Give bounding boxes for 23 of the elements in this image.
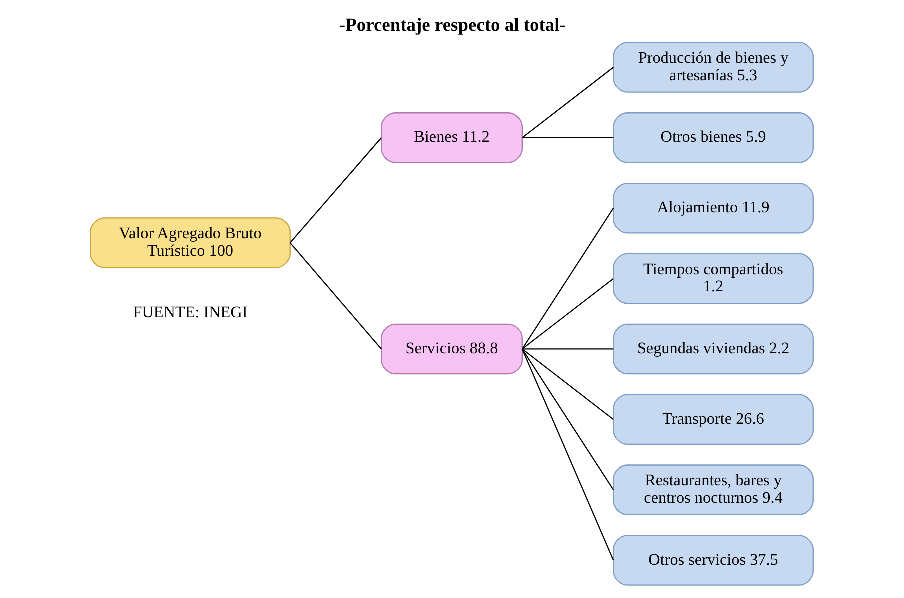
label: FUENTE: INEGI — [133, 304, 248, 322]
connector — [290, 138, 382, 244]
connector — [522, 348, 614, 490]
node-box: Producción de bienes y artesanías 5.3 — [613, 42, 814, 93]
node-box: Alojamiento 11.9 — [613, 182, 814, 234]
node-box: Otros bienes 5.9 — [613, 112, 814, 164]
connector — [522, 348, 614, 350]
diagram-title: -Porcentaje respecto al total- — [339, 14, 566, 35]
connector — [522, 278, 614, 350]
node-box: Valor Agregado Bruto Turístico 100 — [90, 218, 291, 268]
node-box: Otros servicios 37.5 — [613, 535, 814, 586]
connector — [522, 137, 614, 139]
node-box: Bienes 11.2 — [381, 112, 523, 164]
connector — [522, 67, 614, 138]
connector — [522, 349, 614, 561]
node-box: Transporte 26.6 — [613, 394, 814, 446]
connector — [522, 348, 614, 420]
node-box: Servicios 88.8 — [381, 324, 523, 375]
node-box: Tiempos compartidos 1.2 — [613, 253, 814, 304]
node-box: Segundas viviendas 2.2 — [613, 324, 814, 375]
connector — [290, 242, 382, 350]
node-box: Restaurantes, bares y centros nocturnos 9.4 — [613, 464, 814, 516]
connector — [522, 208, 614, 350]
